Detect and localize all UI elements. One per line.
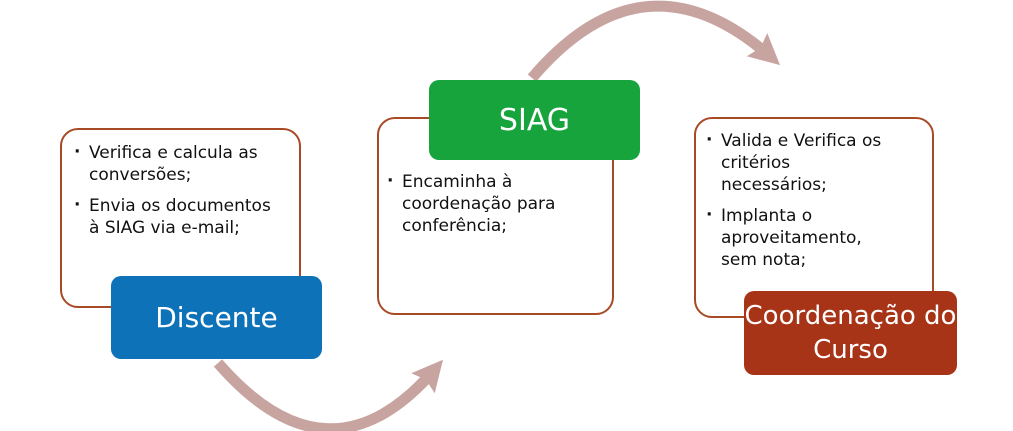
bullet-item: Implanta o aproveitamento, sem nota;	[704, 204, 892, 271]
step-label-siag: SIAG	[429, 80, 640, 160]
step-label-discente: Discente	[111, 276, 322, 359]
bullet-list-discente: Verifica e calcula as conversões; Envia …	[62, 130, 299, 239]
notes-panel-coordenacao: Valida e Verifica os critérios necessári…	[694, 117, 934, 318]
curved-arrow-siag-to-coordenacao-icon	[527, 0, 781, 82]
bullet-list-coordenacao: Valida e Verifica os critérios necessári…	[696, 119, 932, 271]
step-label-coordenacao: Coordenação do Curso	[744, 291, 957, 375]
bullet-list-siag: Encaminha à coordenação para conferência…	[379, 119, 612, 237]
bullet-item: Envia os documentos à SIAG via e-mail;	[72, 194, 279, 239]
bullet-item: Valida e Verifica os critérios necessári…	[704, 129, 892, 196]
bullet-item: Encaminha à coordenação para conferência…	[385, 170, 566, 237]
curved-arrow-discente-to-siag-icon	[213, 359, 444, 431]
bullet-item: Verifica e calcula as conversões;	[72, 141, 279, 186]
